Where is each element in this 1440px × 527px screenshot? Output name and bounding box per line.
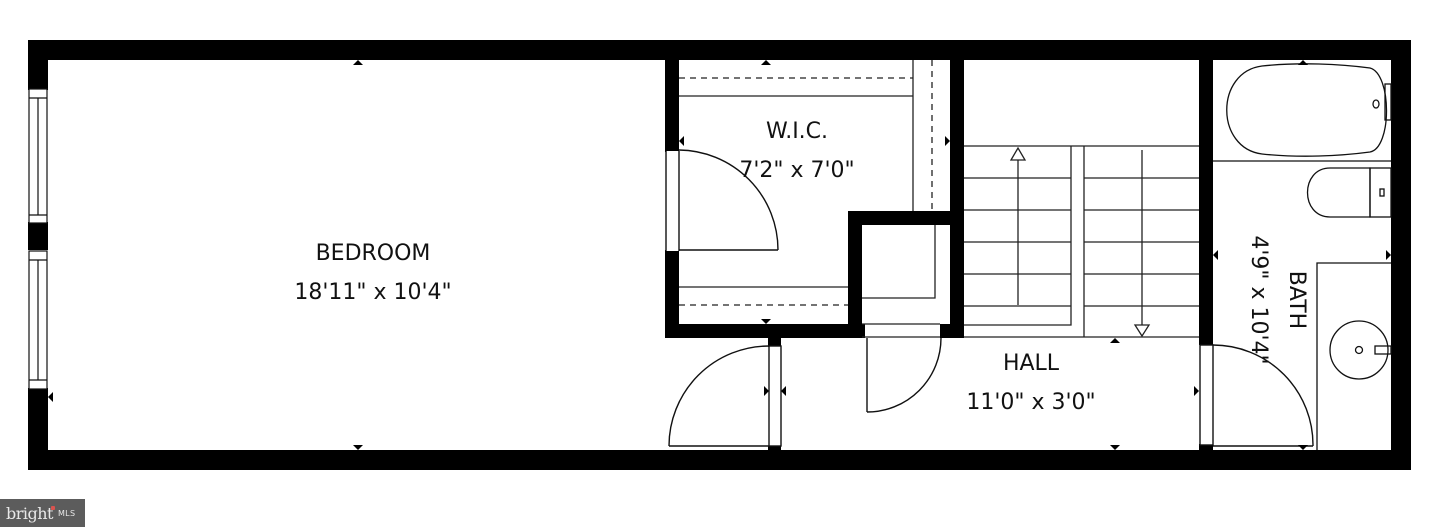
toilet-icon: [1307, 167, 1371, 218]
bathtub-icon: [1226, 63, 1388, 157]
watermark-brand: bright: [6, 503, 53, 523]
room-label-bedroom: BEDROOM: [316, 241, 431, 266]
watermark-suffix: MLS: [57, 508, 76, 518]
staircase: [964, 145, 1199, 338]
interior-walls: [665, 40, 1213, 456]
bright-mls-watermark: bright MLS: [0, 499, 85, 527]
watermark-dot-icon: [50, 506, 55, 510]
wic-door: [665, 149, 779, 251]
bedroom-windows: [28, 88, 48, 390]
room-dims-bath: 4'9" x 10'4": [1246, 235, 1271, 364]
bath-door: [1199, 344, 1314, 447]
bedroom-door: [668, 345, 782, 447]
room-dims-hall: 11'0" x 3'0": [966, 390, 1095, 415]
sink-icon: [1329, 320, 1389, 380]
dimension-markers: [48, 60, 1391, 450]
room-label-wic: W.I.C.: [766, 119, 828, 144]
room-dims-bedroom: 18'11" x 10'4": [294, 280, 451, 305]
linen-door: [866, 337, 942, 413]
bath-fixtures: [1213, 63, 1392, 450]
room-dims-wic: 7'2" x 7'0": [739, 158, 854, 183]
room-label-hall: HALL: [1003, 351, 1060, 376]
exterior-walls: [28, 40, 1411, 470]
fixture-lines: [679, 60, 940, 338]
room-label-bath: BATH: [1284, 271, 1309, 329]
